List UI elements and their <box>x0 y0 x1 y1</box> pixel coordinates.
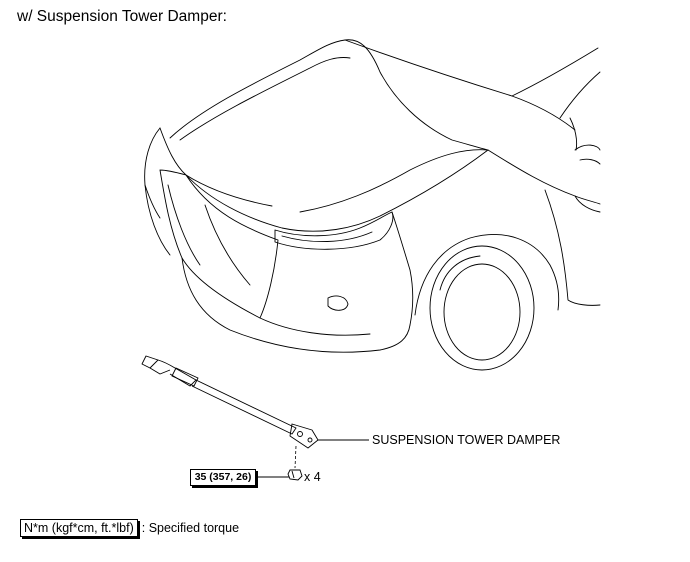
left-fender <box>144 127 171 256</box>
front-bumper <box>181 257 411 353</box>
bolt-dashed-line <box>294 445 297 469</box>
part-callout-label: SUSPENSION TOWER DAMPER <box>372 433 561 447</box>
headlight <box>274 211 394 250</box>
wheel-arch <box>414 234 560 316</box>
right-fender <box>391 211 414 326</box>
a-pillar <box>559 71 601 119</box>
damper-right-bracket <box>289 423 319 449</box>
windshield-lower <box>344 39 576 131</box>
hood-outline <box>169 39 489 151</box>
torque-value-box: 35 (357, 26) <box>190 469 256 486</box>
wheel-tire <box>429 245 535 371</box>
hood-front-edge <box>159 127 489 232</box>
fog-light <box>327 295 349 311</box>
torque-legend: N*m (kgf*cm, ft.*lbf): Specified torque <box>20 519 239 537</box>
torque-unit-key: N*m (kgf*cm, ft.*lbf) <box>20 519 138 537</box>
bolt-quantity: x 4 <box>304 470 321 484</box>
suspension-tower-damper <box>141 355 319 449</box>
torque-legend-description: : Specified torque <box>141 521 240 535</box>
damper-left-bracket <box>141 355 159 369</box>
hood-crease-right <box>299 149 489 213</box>
hood-inner-line <box>179 57 351 141</box>
side-mirror <box>574 144 601 165</box>
body-side <box>487 149 601 205</box>
damper-rod <box>191 379 297 435</box>
hood-crease <box>185 174 273 207</box>
diagram-heading: w/ Suspension Tower Damper: <box>17 8 227 25</box>
grille-outline <box>159 169 279 319</box>
bolt-icon <box>287 469 303 481</box>
windshield-edge <box>511 47 599 97</box>
wheel-rim <box>443 263 521 361</box>
damper-cylinder <box>171 367 199 387</box>
